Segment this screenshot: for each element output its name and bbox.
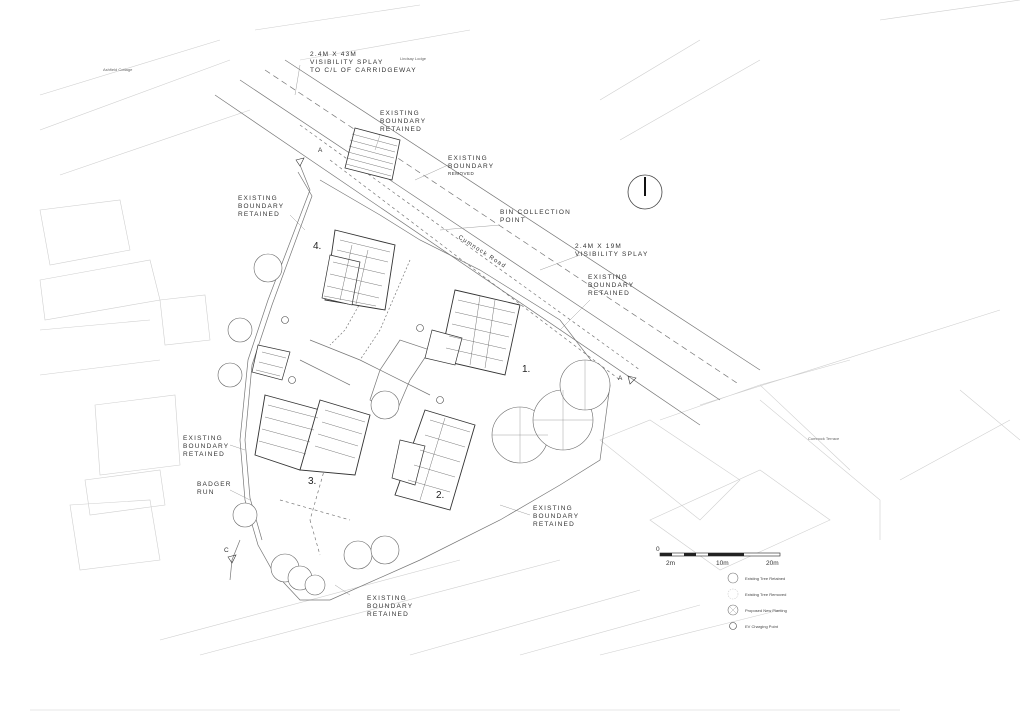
plot-numbers: 4. 1. 3. 2. — [308, 241, 530, 501]
label-boundary-bottom: EXISTING BOUNDARY RETAINED — [367, 595, 416, 618]
site-boundary — [229, 164, 611, 601]
label-lindsay-lodge: Lindsay Lodge — [400, 56, 427, 61]
house-plot-2 — [391, 409, 476, 511]
scale-bar-label-10m: 10m — [716, 560, 729, 567]
label-visibility-splay-right: 2.4M X 19M VISIBILITY SPLAY — [575, 243, 649, 258]
plot-number-1: 1. — [522, 364, 530, 375]
label-boundary-removed: EXISTING BOUNDARY REMOVED — [448, 155, 497, 176]
plot-number-3: 3. — [308, 476, 316, 487]
label-boundary-south: EXISTING BOUNDARY RETAINED — [533, 505, 582, 528]
house-plot-3 — [251, 344, 371, 476]
house-plot-1 — [424, 289, 521, 376]
label-ashfield-cottage: Ashfield Cottage — [103, 67, 133, 72]
label-bin-collection: BIN COLLECTION POINT — [500, 209, 574, 224]
scale-bar-label-2m: 2m — [666, 560, 675, 567]
scale-bar-label-20m: 20m — [766, 560, 779, 567]
label-boundary-top: EXISTING BOUNDARY RETAINED — [380, 110, 429, 133]
existing-hatched-building — [344, 127, 401, 181]
label-cumnock-terrace: Cumnock Terrace — [808, 436, 840, 441]
legend-symbol-tree-retained — [727, 572, 739, 584]
legend-symbol-new-planting — [727, 604, 739, 616]
road-corridor — [214, 59, 761, 426]
legend-item-new-planting: Proposed New Planting — [745, 608, 787, 613]
context-linework — [30, 0, 1021, 711]
leader-lines — [229, 64, 591, 596]
ev-charging-icon — [288, 376, 296, 384]
section-marker-a-right: A — [618, 375, 624, 382]
legend-item-ev-charging: EV Charging Point — [745, 624, 779, 629]
north-arrow — [627, 174, 663, 210]
label-boundary-left: EXISTING BOUNDARY RETAINED — [238, 195, 287, 218]
plot-number-4: 4. — [313, 241, 321, 252]
house-plot-4 — [321, 229, 396, 311]
driveways — [279, 249, 431, 556]
plot-number-2: 2. — [436, 490, 444, 501]
legend-item-tree-retained: Existing Tree Retained — [745, 576, 785, 581]
legend: Existing Tree Retained Existing Tree Rem… — [727, 572, 787, 630]
label-boundary-west: EXISTING BOUNDARY RETAINED — [183, 435, 232, 458]
legend-symbol-tree-removed — [727, 588, 739, 600]
ev-charging-icon — [281, 316, 289, 324]
scale-bar: 0 2m 10m 20m — [656, 546, 781, 567]
ev-charging-icon — [416, 324, 424, 332]
section-marker-c: C — [224, 547, 230, 554]
section-marker-a-top: A — [318, 147, 324, 154]
label-visibility-splay-top: 2.4M X 43M VISIBILITY SPLAY TO C/L OF CA… — [310, 51, 417, 74]
ev-charging-icon — [436, 396, 444, 404]
ev-charging-icon — [729, 622, 737, 630]
label-boundary-right: EXISTING BOUNDARY RETAINED — [588, 274, 637, 297]
scale-bar-zero: 0 — [656, 546, 660, 553]
ev-charging-markers — [281, 316, 444, 404]
label-badger-run: BADGER RUN — [197, 481, 235, 496]
trees — [217, 253, 611, 596]
section-markers: A A C — [224, 147, 637, 564]
legend-item-tree-removed: Existing Tree Removed — [745, 592, 786, 597]
